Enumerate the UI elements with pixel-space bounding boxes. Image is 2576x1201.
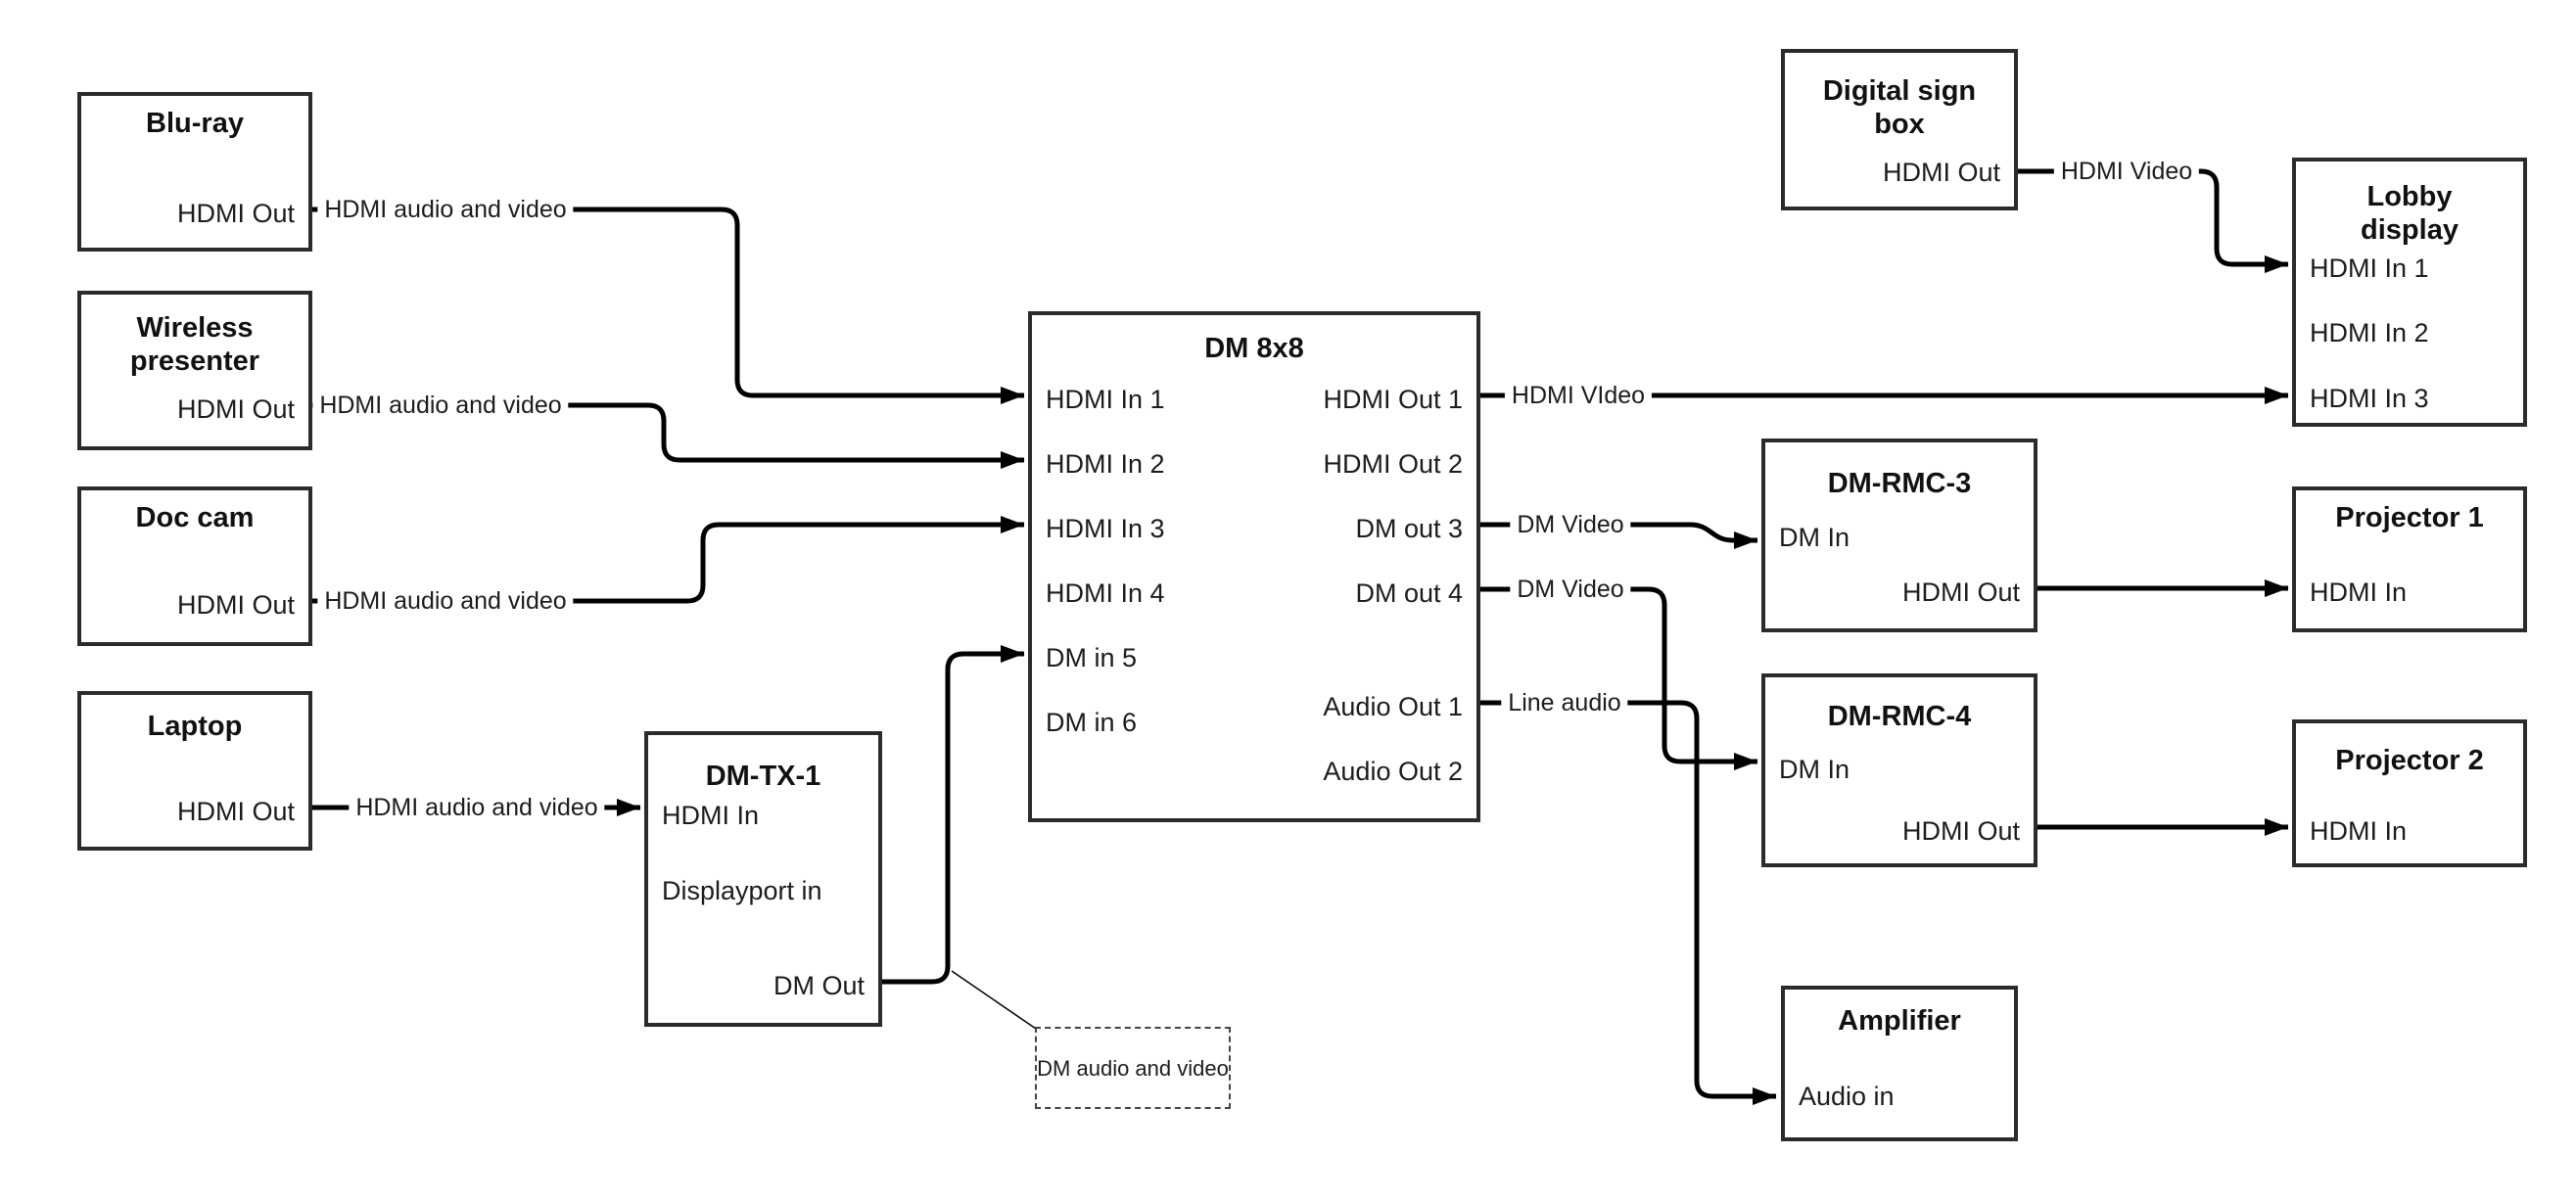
node-lobby-display: Lobby display HDMI In 1 HDMI In 2 HDMI I… <box>2292 158 2527 427</box>
node-doc-cam: Doc cam HDMI Out <box>77 486 312 646</box>
port-hdmi-out: HDMI Out <box>1882 158 2000 187</box>
edge-label-wireless: HDMI audio and video <box>312 391 569 420</box>
port-audio-in: Audio in <box>1799 1082 1895 1111</box>
edge-label-dm-video-3: DM Video <box>1510 510 1631 539</box>
port-dm-in-5: DM in 5 <box>1046 643 1138 672</box>
connector-wireless-to-dm8x8-in2 <box>312 402 1024 469</box>
node-digital-sign-box: Digital sign box HDMI Out <box>1781 49 2018 210</box>
node-laptop: Laptop HDMI Out <box>77 691 312 851</box>
port-hdmi-in-3: HDMI In 3 <box>1046 514 1165 543</box>
port-hdmi-out: HDMI Out <box>176 394 295 424</box>
edge-label-hdmi-video-out1: HDMI VIdeo <box>1504 381 1653 410</box>
note-text: DM audio and video <box>1037 1055 1229 1081</box>
port-hdmi-out-1: HDMI Out 1 <box>1323 385 1463 414</box>
edge-label-bluray: HDMI audio and video <box>317 195 574 224</box>
node-projector-2: Projector 2 HDMI In <box>2292 719 2527 867</box>
connector-bluray-to-dm8x8-in1 <box>312 207 1024 404</box>
port-hdmi-out: HDMI Out <box>1901 577 2020 607</box>
port-hdmi-in-2: HDMI In 2 <box>1046 449 1165 479</box>
port-dm-in: DM In <box>1779 523 1850 552</box>
edge-label-dm-video-4: DM Video <box>1510 575 1631 604</box>
node-wireless-presenter: Wireless presenter HDMI Out <box>77 291 312 450</box>
port-hdmi-in: HDMI In <box>662 801 760 830</box>
port-dm-in: DM In <box>1779 755 1850 784</box>
port-hdmi-out: HDMI Out <box>176 199 295 228</box>
port-hdmi-in: HDMI In <box>2310 816 2408 846</box>
node-title: Doc cam <box>135 502 255 533</box>
port-hdmi-in-1: HDMI In 1 <box>1046 385 1165 414</box>
node-dm-rmc-4: DM-RMC-4 DM In HDMI Out <box>1761 673 2037 867</box>
connector-dm8x8-aout1-to-amplifier <box>1480 700 1776 1105</box>
node-title: DM-TX-1 <box>705 761 821 792</box>
port-hdmi-in-4: HDMI In 4 <box>1046 578 1165 608</box>
node-dm-tx-1: DM-TX-1 HDMI In Displayport in DM Out <box>644 731 882 1027</box>
node-title: Amplifier <box>1838 1005 1961 1037</box>
node-projector-1: Projector 1 HDMI In <box>2292 486 2527 632</box>
port-hdmi-out: HDMI Out <box>176 797 295 826</box>
node-title: Projector 1 <box>2335 502 2484 533</box>
node-title: Laptop <box>147 711 243 742</box>
connector-dm8x8-out3-to-rmc3 <box>1480 522 1757 549</box>
port-dm-out-4: DM out 4 <box>1355 578 1463 608</box>
connector-dmtx1-to-dm8x8-in5 <box>882 645 1024 985</box>
connector-sign-to-lobby-in1 <box>2018 168 2288 273</box>
node-amplifier: Amplifier Audio in <box>1781 986 2018 1141</box>
connector-doccam-to-dm8x8-in3 <box>312 516 1024 604</box>
node-title: Lobby display <box>2361 181 2459 246</box>
note-dm-audio-and-video: DM audio and video <box>1035 1027 1231 1109</box>
node-title: DM-RMC-3 <box>1827 468 1972 499</box>
port-hdmi-in-2: HDMI In 2 <box>2310 318 2429 347</box>
port-hdmi-out-2: HDMI Out 2 <box>1323 449 1463 479</box>
port-dm-in-6: DM in 6 <box>1046 708 1138 737</box>
node-title: DM 8x8 <box>1204 333 1304 364</box>
port-audio-out-1: Audio Out 1 <box>1323 692 1463 721</box>
node-title: DM-RMC-4 <box>1827 701 1972 732</box>
port-audio-out-2: Audio Out 2 <box>1323 757 1463 786</box>
edge-label-line-audio: Line audio <box>1501 688 1628 717</box>
port-hdmi-in-3: HDMI In 3 <box>2310 384 2429 413</box>
port-hdmi-out: HDMI Out <box>176 590 295 620</box>
node-dm-rmc-3: DM-RMC-3 DM In HDMI Out <box>1761 439 2037 632</box>
connector-dm8x8-out4-to-rmc4 <box>1480 586 1757 770</box>
node-bluray: Blu-ray HDMI Out <box>77 92 312 252</box>
port-dm-out-3: DM out 3 <box>1355 514 1463 543</box>
edge-label-doccam: HDMI audio and video <box>317 586 574 616</box>
port-displayport-in: Displayport in <box>662 876 822 905</box>
port-hdmi-in-1: HDMI In 1 <box>2310 254 2429 283</box>
node-dm-8x8: DM 8x8 HDMI In 1 HDMI In 2 HDMI In 3 HDM… <box>1028 311 1480 822</box>
node-title: Wireless presenter <box>129 312 260 377</box>
edge-label-laptop: HDMI audio and video <box>349 793 605 822</box>
port-hdmi-in: HDMI In <box>2310 577 2408 607</box>
port-hdmi-out: HDMI Out <box>1901 816 2020 846</box>
port-dm-out: DM Out <box>773 971 865 1000</box>
edge-label-hdmi-video-sign: HDMI Video <box>2053 157 2200 186</box>
node-title: Projector 2 <box>2335 745 2484 776</box>
note-leader-line <box>951 970 1037 1030</box>
node-title: Blu-ray <box>146 108 244 139</box>
node-title: Digital sign box <box>1822 75 1977 140</box>
